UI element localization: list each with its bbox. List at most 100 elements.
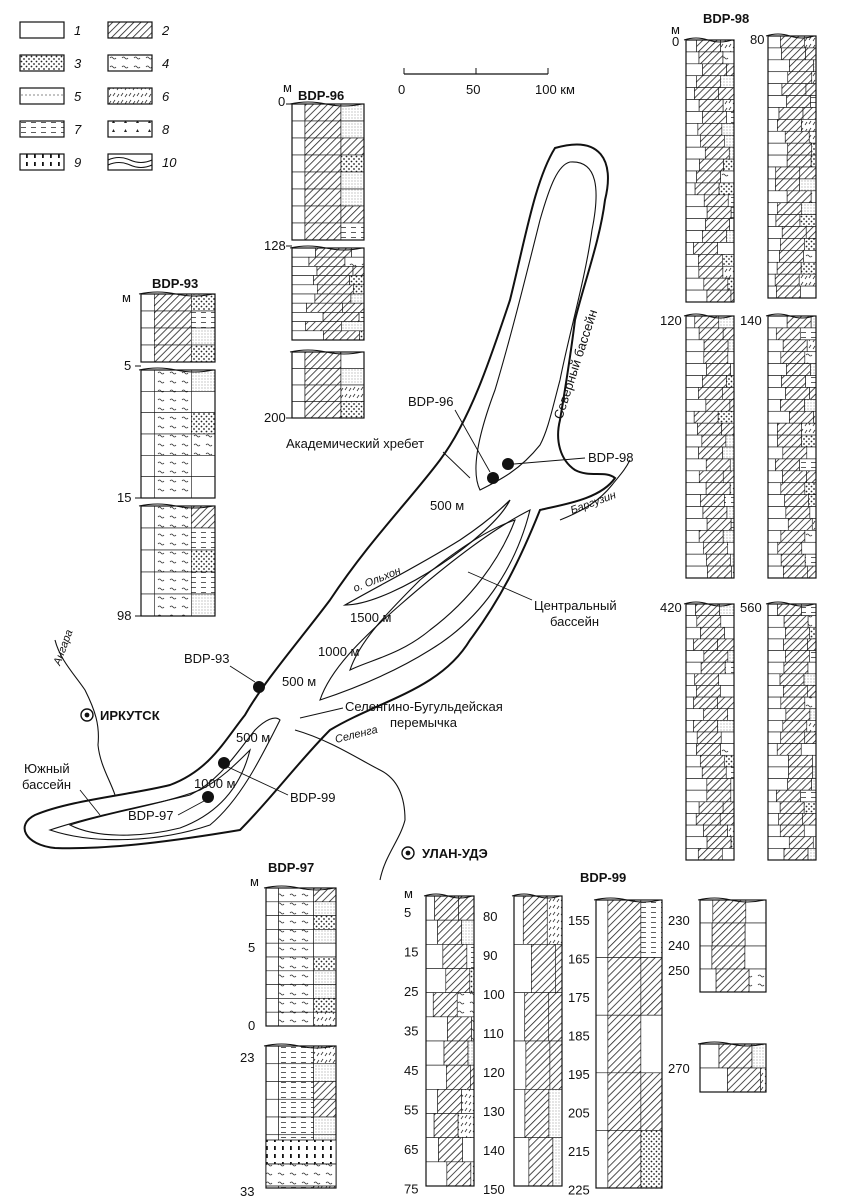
scale-tick-50: 50 (466, 82, 480, 97)
bdp99-depth-labels: 5152535455565758090100110120130140150155… (404, 905, 690, 1198)
scale-tick-0: 0 (398, 82, 405, 97)
bdp99-col2-depth-90: 90 (483, 948, 497, 963)
legend-item-1: 1 (19, 21, 81, 39)
angara-river (54, 639, 116, 796)
legend-item-7: 7 (19, 120, 82, 138)
depth-1000-south: 1000 м (194, 776, 236, 791)
bdp97-depth-5: 5 (248, 940, 255, 955)
bdp99-col2-depth-100: 100 (483, 987, 505, 1002)
bdp93-depth-15: 15 (117, 490, 131, 505)
bdp98-depth-420: 420 (660, 600, 682, 615)
bdp99-col-4 (697, 897, 767, 993)
bdp99-col2-depth-110: 110 (483, 1026, 504, 1041)
bdp98-segment-5 (683, 601, 735, 861)
site-bdp99: BDP-99 (218, 757, 336, 805)
bdp98-unit: м (671, 22, 680, 37)
legend-number: 4 (162, 56, 169, 71)
svg-text:BDP-96: BDP-96 (408, 394, 454, 409)
bdp93-depth-5: 5 (124, 358, 131, 373)
bdp96-segment-2 (289, 245, 365, 341)
academic-ridge-label: Академический хребет (286, 436, 424, 451)
legend-number: 8 (162, 122, 170, 137)
bdp98-segment-6 (765, 601, 817, 861)
bdp93-segment-3 (138, 503, 216, 617)
legend-number: 7 (74, 122, 82, 137)
legend-number: 9 (74, 155, 81, 170)
svg-text:ИРКУТСК: ИРКУТСК (100, 708, 160, 723)
bdp93-depth-98: 98 (117, 608, 131, 623)
bdp96-segment-3 (289, 349, 365, 419)
legend-item-9: 9 (19, 153, 81, 171)
bdp97-depth-23: 23 (240, 1050, 254, 1065)
bdp99-col1-depth-5: 5 (404, 905, 411, 920)
bdp99-col1-depth-55: 55 (404, 1103, 418, 1118)
bdp99-col-3 (593, 897, 663, 1189)
olkhon-island (342, 499, 511, 606)
bdp99-col1-depth-35: 35 (404, 1024, 418, 1039)
bdp93-title: BDP-93 (152, 276, 198, 291)
scale-tick-100: 100 км (535, 82, 575, 97)
barguzin-label: Баргузин (569, 489, 618, 517)
site-bdp98: BDP-98 (502, 450, 634, 470)
bdp98-title: BDP-98 (703, 11, 749, 26)
bdp97-title: BDP-97 (268, 860, 314, 875)
bdp93-segment-1 (138, 291, 216, 363)
legend-item-5: 5 (19, 87, 82, 105)
lake-shoreline (23, 143, 617, 850)
bdp99-col3-depth-185: 185 (568, 1029, 590, 1044)
bdp99-col1-depth-15: 15 (404, 945, 418, 960)
bdp99-col-1 (423, 893, 475, 1187)
site-bdp93: BDP-93 (184, 651, 265, 693)
bdp99-col1-depth-45: 45 (404, 1063, 418, 1078)
site-bdp97: BDP-97 (128, 791, 214, 823)
bdp99-unit: м (404, 886, 413, 901)
legend-item-6: 6 (107, 87, 170, 105)
bdp96-depth-200: 200 (264, 410, 286, 425)
bdp99-col2-depth-80: 80 (483, 909, 497, 924)
bdp98-depth-80: 80 (750, 32, 764, 47)
depth-1500: 1500 м (350, 610, 392, 625)
bdp99-col3-depth-225: 225 (568, 1183, 590, 1198)
selenga-river (294, 729, 406, 881)
bdp99-col4-depth-230: 230 (668, 913, 690, 928)
depth-500-central: 500 м (282, 674, 316, 689)
bdp99-col3-depth-215: 215 (568, 1144, 590, 1159)
bdp99-title: BDP-99 (580, 870, 626, 885)
bdp99-col2-depth-120: 120 (483, 1065, 505, 1080)
bdp99-col-2 (511, 893, 563, 1187)
depth-1000-central: 1000 м (318, 644, 360, 659)
legend-number: 1 (74, 23, 81, 38)
svg-text:BDP-97: BDP-97 (128, 808, 174, 823)
legend-number: 3 (74, 56, 82, 71)
svg-text:УЛАН-УДЭ: УЛАН-УДЭ (422, 846, 488, 861)
legend-item-8: 8 (107, 120, 170, 138)
bdp99-col4-depth-240: 240 (668, 938, 690, 953)
svg-text:BDP-93: BDP-93 (184, 651, 230, 666)
bdp99-col2-depth-130: 130 (483, 1104, 505, 1119)
legend-item-10: 10 (107, 153, 177, 171)
bdp96-title: BDP-96 (298, 88, 344, 103)
barguzin-river (559, 459, 631, 521)
bdp98-segment-1 (683, 37, 735, 303)
bdp98-segment-4 (765, 313, 817, 579)
bdp97-depth-0: 0 (248, 1018, 255, 1033)
scale-bar: 0 50 100 км (398, 68, 575, 97)
depth-500-south: 500 м (236, 730, 270, 745)
angara-label: Ангара (51, 628, 75, 668)
legend-number: 10 (162, 155, 177, 170)
bdp98-depth-120: 120 (660, 313, 682, 328)
bdp99-col1-depth-25: 25 (404, 984, 418, 999)
core-columns (135, 33, 817, 1189)
svg-text:BDP-98: BDP-98 (588, 450, 634, 465)
bdp96-unit: м (283, 80, 292, 95)
bdp99-col-5 (697, 1041, 767, 1093)
bdp99-col3-depth-205: 205 (568, 1106, 590, 1121)
bdp99-col1-depth-75: 75 (404, 1182, 418, 1197)
bdp99-col3-depth-195: 195 (568, 1067, 590, 1082)
bdp99-col1-depth-65: 65 (404, 1142, 418, 1157)
selenga-label: Селенга (334, 724, 379, 746)
irkutsk-city: ИРКУТСК (80, 708, 160, 723)
